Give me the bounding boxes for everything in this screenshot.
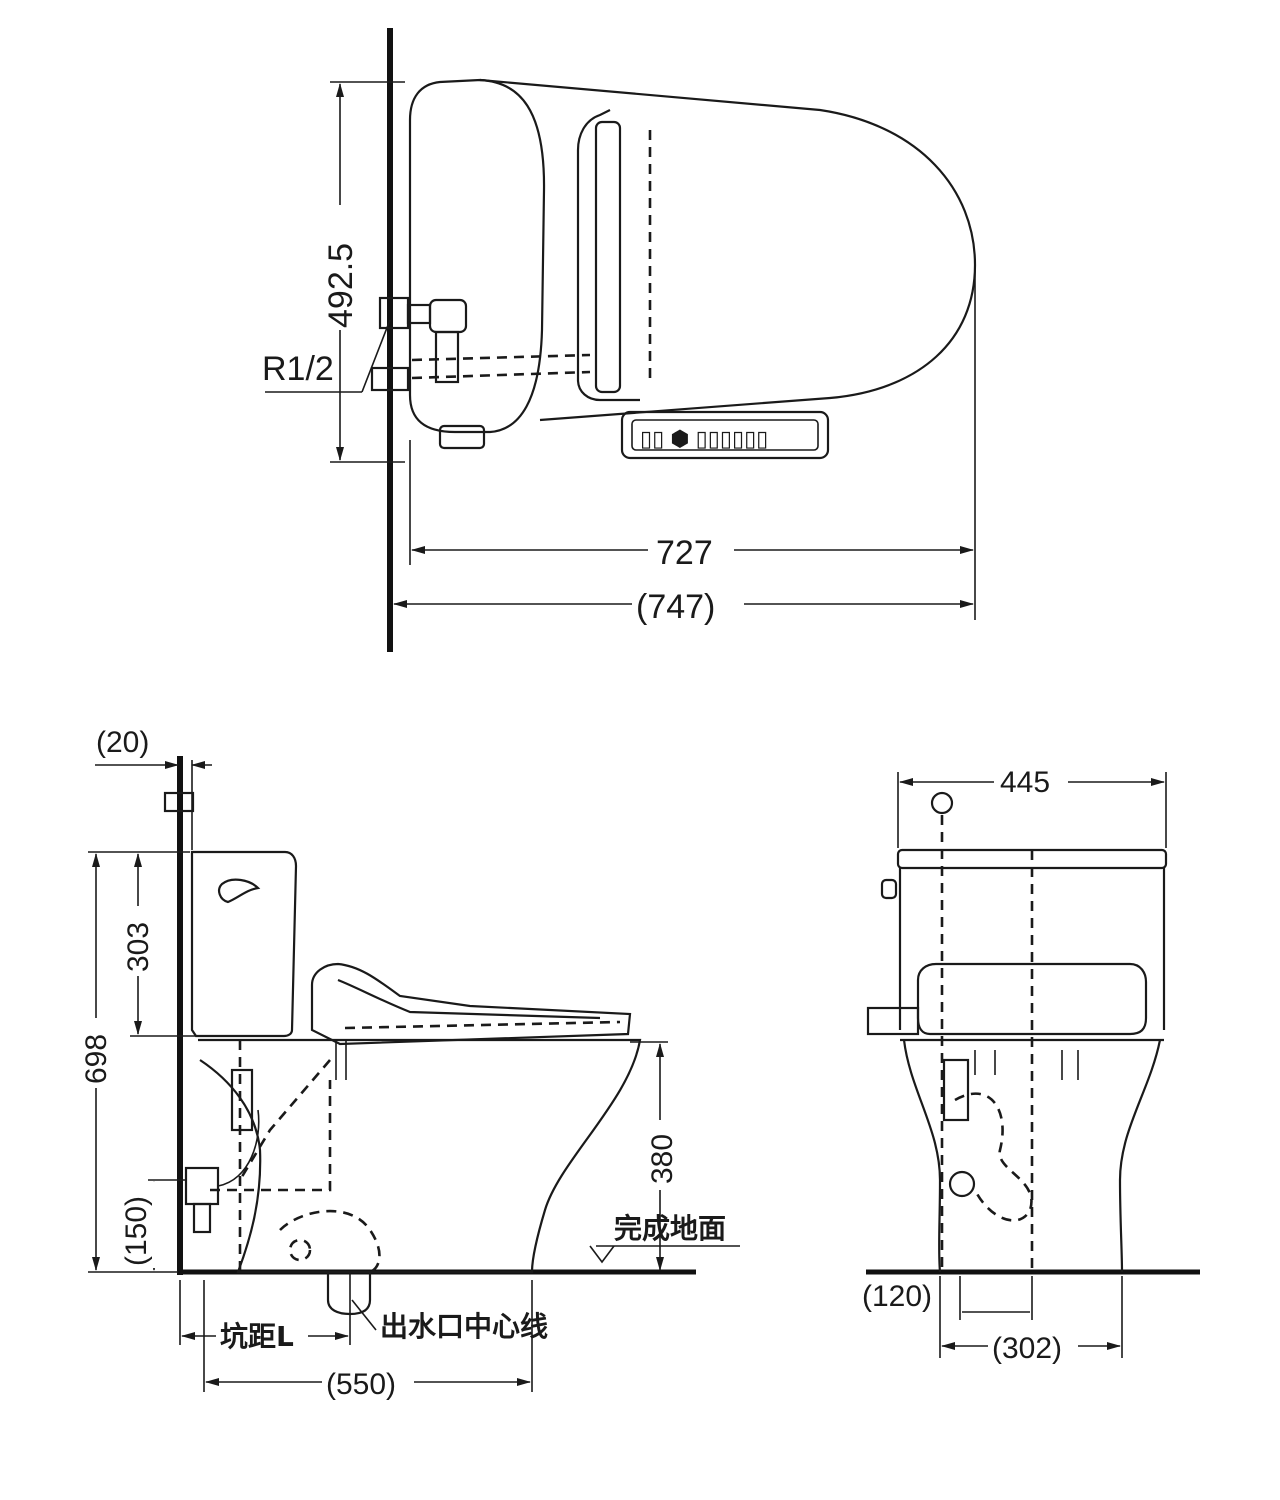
- flush-lever-icon: [218, 878, 261, 904]
- side-view: (20) 698 303 (150) 380 完成地面 坑距L 出水口: [76, 726, 740, 1401]
- remote-buttons-glyphs: ▯▯ ⬢ ▯▯▯▯▯▯: [640, 426, 768, 451]
- outlet-label-leader: [351, 1299, 377, 1331]
- front-view-seat: [916, 962, 1148, 1036]
- side-view-hidden-seat: [344, 1020, 621, 1030]
- front-view-trap-hidden: [954, 1092, 1033, 1222]
- rough-in-label: 坑距L: [220, 1320, 294, 1353]
- side-view-drain-hidden: [288, 1238, 312, 1262]
- front-view-flush-button: [880, 878, 898, 900]
- tank-height-dimension-label: 303: [122, 922, 155, 972]
- front-view-seat-posts: [974, 1050, 1079, 1080]
- front-view-drain-fitting: [948, 1170, 976, 1198]
- floor-level-symbol: [589, 1245, 615, 1264]
- width-dimension-label: 727: [656, 534, 713, 572]
- top-view-hidden-line-2: [411, 353, 591, 362]
- base-width-dimension-label: (302): [992, 1332, 1062, 1365]
- top-view-bowl-outline: [479, 78, 977, 422]
- seat-height-dimension-label: 380: [646, 1134, 679, 1184]
- inlet-leader-line: [361, 319, 391, 393]
- side-view-seat: [310, 962, 632, 1046]
- inlet-thread-label: R1/2: [262, 350, 334, 388]
- wall-offset-dimension-label: (20): [96, 726, 149, 759]
- top-view-hinge-bar: [594, 120, 622, 394]
- side-view-tank: [190, 850, 298, 1038]
- total-height-dimension-label: 698: [80, 1034, 113, 1084]
- side-view-inlet-valve: [163, 791, 260, 1234]
- top-view-tank-outline: [408, 78, 546, 434]
- length-dimension-label: (550): [326, 1368, 396, 1401]
- finished-floor-label: 完成地面: [614, 1212, 726, 1245]
- side-view-bowl: [198, 1038, 642, 1274]
- side-view-lid-line: [337, 978, 601, 1020]
- top-view-hidden-line-3: [411, 370, 591, 380]
- front-view: 445 (120) (302): [862, 762, 1200, 1365]
- front-view-pedestal-left: [902, 1039, 942, 1273]
- front-view-inlet-supply: [930, 791, 954, 815]
- depth-dimension-label: 492.5: [322, 243, 360, 328]
- front-view-control-box: [866, 1006, 920, 1036]
- base-offset-dimension-label: (120): [862, 1280, 932, 1313]
- side-view-outlet-stub: [326, 1272, 372, 1316]
- front-width-dimension-label: 445: [1000, 766, 1050, 799]
- top-view-seat-panel: [576, 109, 640, 402]
- front-view-tank-sides: [898, 868, 1166, 1030]
- side-view-trapway-hidden: [210, 1040, 332, 1270]
- overall-dimension-label: (747): [636, 588, 715, 626]
- front-view-valve: [942, 1058, 970, 1122]
- inlet-height-dimension-label: (150): [120, 1196, 153, 1266]
- top-view: ▯▯ ⬢ ▯▯▯▯▯▯ 492.5 R1/2 727 (747): [262, 28, 977, 652]
- remote-control: ▯▯ ⬢ ▯▯▯▯▯▯: [620, 410, 830, 460]
- outlet-centerline-label: 出水口中心线: [380, 1310, 548, 1343]
- top-view-inlet-valve: [370, 296, 486, 450]
- side-view-outlet-hidden: [279, 1209, 381, 1274]
- front-view-pedestal-right: [1118, 1039, 1162, 1273]
